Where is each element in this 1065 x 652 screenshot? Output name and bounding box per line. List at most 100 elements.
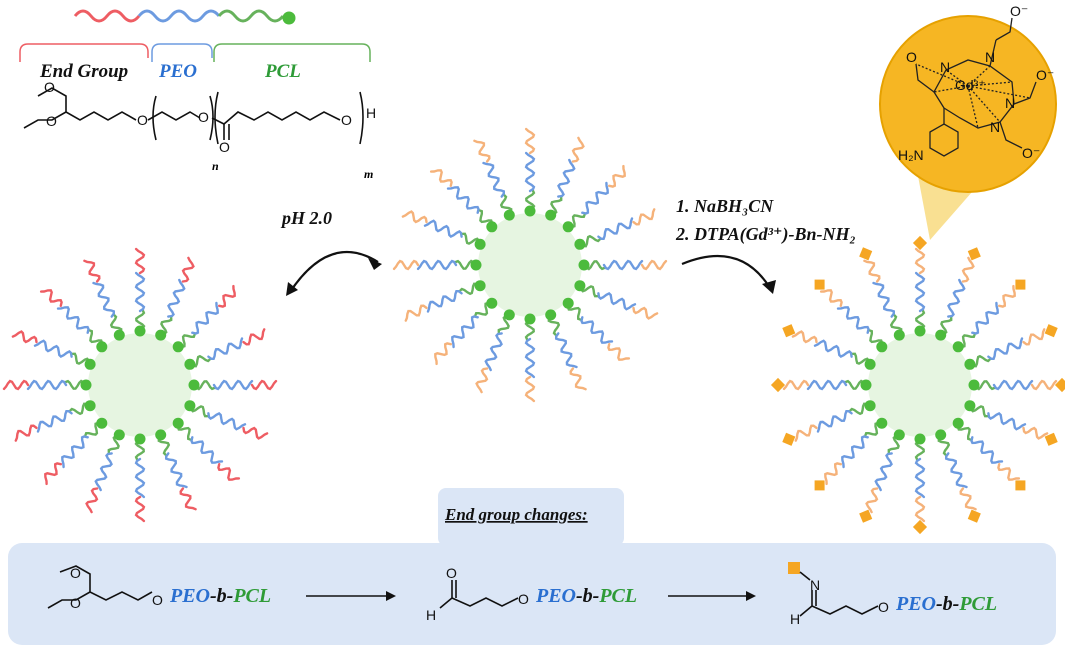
peo-segment — [36, 410, 73, 433]
arrow-head-conjugation — [762, 280, 776, 294]
micelle-core — [478, 213, 582, 317]
pcl-segment — [887, 434, 901, 454]
core-bead — [80, 379, 92, 391]
legend-pcl-label: PCL — [264, 61, 301, 82]
acetal-o3: O — [152, 592, 163, 608]
peo-segment — [945, 452, 968, 489]
aldehyde-pcl: PCL — [598, 585, 637, 607]
arrow-head-left — [286, 282, 298, 296]
structure-o5: O — [219, 139, 230, 155]
complex-o-minus2: O⁻ — [1036, 67, 1054, 83]
peo-segment — [914, 457, 926, 499]
end-segment — [819, 289, 843, 307]
imine-polymer-label: PEO-b-PCL — [895, 593, 997, 615]
end-segment — [1030, 379, 1058, 391]
peo-segment — [484, 332, 503, 372]
end-segment — [404, 304, 428, 322]
peo-segment — [947, 278, 966, 318]
end-segment — [632, 306, 659, 320]
core-bead — [134, 433, 146, 445]
end-segment — [961, 256, 975, 283]
complex-o1: O — [906, 49, 917, 65]
pcl-segment — [193, 380, 216, 391]
end-group-title-tab — [438, 488, 624, 546]
end-segment — [782, 379, 810, 391]
end-segment — [473, 139, 491, 163]
pcl-segment — [579, 234, 601, 248]
core-bead — [184, 358, 196, 370]
gd-marker — [1044, 432, 1058, 446]
end-segment — [959, 487, 977, 511]
gd-marker — [967, 509, 981, 523]
aldehyde-h: H — [426, 607, 436, 623]
core-bead — [562, 221, 574, 233]
peo-segment — [580, 316, 614, 344]
structure-o6: O — [341, 112, 352, 128]
pcl-segment — [525, 189, 536, 212]
pcl-segment — [176, 422, 192, 441]
end-segment — [250, 379, 278, 391]
pcl-segment — [849, 402, 871, 416]
pcl-segment — [956, 422, 972, 441]
end-group-title: End group changes: — [444, 505, 588, 524]
end-segment — [824, 462, 842, 486]
complex-n2: N — [985, 49, 995, 65]
pcl-segment — [459, 282, 481, 296]
legend-chain-bead — [282, 11, 296, 25]
peo-segment — [816, 410, 853, 433]
gd-marker — [1044, 324, 1058, 338]
pcl-segment — [851, 352, 871, 366]
end-segment — [794, 424, 818, 442]
complex-n4: N — [990, 119, 1000, 135]
pcl-segment — [159, 316, 173, 336]
micelle-core — [868, 333, 972, 437]
core-bead — [952, 417, 964, 429]
gd-marker — [1054, 377, 1065, 393]
core-bead — [864, 358, 876, 370]
core-bead — [134, 325, 146, 337]
core-bead — [952, 341, 964, 353]
acetal-pcl: PCL — [232, 585, 271, 607]
peo-segment — [190, 436, 224, 464]
end-segment — [863, 259, 881, 283]
gd-marker — [859, 247, 873, 261]
core-bead — [578, 259, 590, 271]
core-bead — [155, 429, 167, 441]
pcl-segment — [868, 329, 884, 348]
structure-o2: O — [46, 113, 57, 129]
end-segment — [179, 487, 197, 511]
acetal-peo: PEO — [169, 585, 210, 607]
peo-segment — [416, 259, 458, 271]
complex-amine: H₂N — [898, 147, 924, 163]
gd-marker — [912, 235, 928, 251]
peo-segment — [212, 379, 254, 391]
molecule-acetal — [47, 565, 153, 609]
imine-h: H — [790, 611, 800, 627]
peo-segment — [806, 379, 848, 391]
end-segment — [14, 424, 38, 442]
end-segment — [401, 210, 428, 224]
micelle-aldehyde — [392, 127, 668, 403]
end-segment — [632, 208, 656, 226]
pcl-segment — [109, 314, 123, 336]
peo-segment — [524, 151, 536, 193]
acetal-polymer-label: PEO-b-PCL — [169, 585, 271, 607]
end-segment — [134, 495, 146, 523]
core-bead — [935, 329, 947, 341]
gd-marker — [770, 377, 786, 393]
pcl-segment — [189, 404, 209, 418]
pcl-segment — [844, 379, 867, 390]
core-bead — [914, 433, 926, 445]
structure-h: H — [366, 105, 376, 121]
structure-o1: O — [44, 79, 55, 95]
peo-segment — [56, 306, 90, 334]
end-segment — [571, 136, 585, 163]
pcl-segment — [107, 434, 121, 454]
acetal-o1: O — [70, 565, 81, 581]
core-bead — [184, 400, 196, 412]
peo-segment — [92, 281, 115, 318]
peo-segment — [992, 379, 1034, 391]
core-bead — [172, 341, 184, 353]
core-bead — [893, 329, 905, 341]
core-bead — [968, 379, 980, 391]
